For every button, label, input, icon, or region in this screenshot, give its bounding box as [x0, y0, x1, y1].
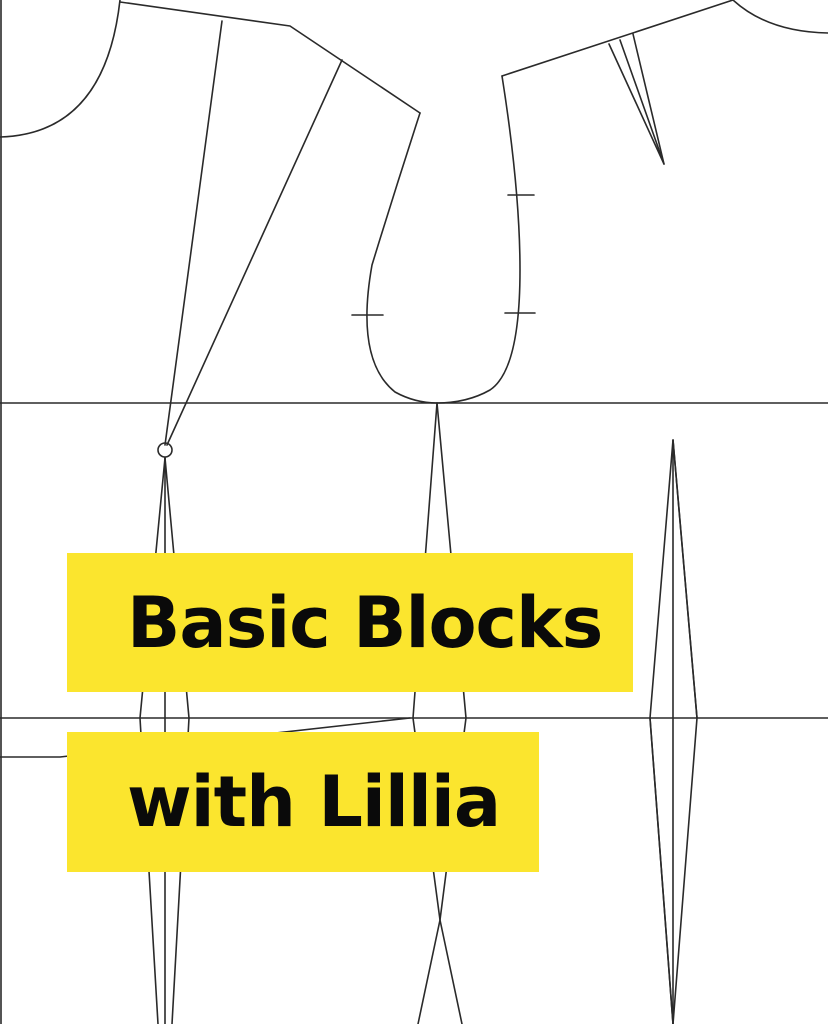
neckline-curve-right — [732, 0, 828, 34]
shoulder-dart-leg-2 — [166, 59, 343, 446]
side-dart-outer-right — [436, 402, 467, 1024]
armhole-right — [436, 75, 521, 404]
waist-dart-left-outer — [139, 457, 166, 1024]
back-waist-dart-cross-1 — [649, 717, 674, 1024]
armhole-left — [366, 112, 438, 404]
shoulder-dart-leg-1 — [164, 20, 223, 446]
bust-point-marker — [157, 442, 173, 458]
back-shoulder-dart — [608, 33, 665, 165]
shoulder-line-right — [501, 0, 734, 77]
back-shoulder-dart-center — [619, 39, 665, 165]
shoulder-line-left — [119, 1, 421, 114]
title-label-line-2: with Lillia — [67, 732, 539, 872]
title-label-line-1: Basic Blocks — [67, 553, 633, 692]
lower-guide-line — [0, 717, 411, 758]
title-text-line-1: Basic Blocks — [127, 581, 603, 664]
side-dart-outer-left — [412, 402, 441, 1024]
neckline-curve-left — [0, 0, 121, 138]
waist-dart-left-inner — [164, 457, 190, 1024]
back-waist-dart-cross-2 — [672, 439, 698, 719]
title-text-line-2: with Lillia — [127, 761, 501, 843]
